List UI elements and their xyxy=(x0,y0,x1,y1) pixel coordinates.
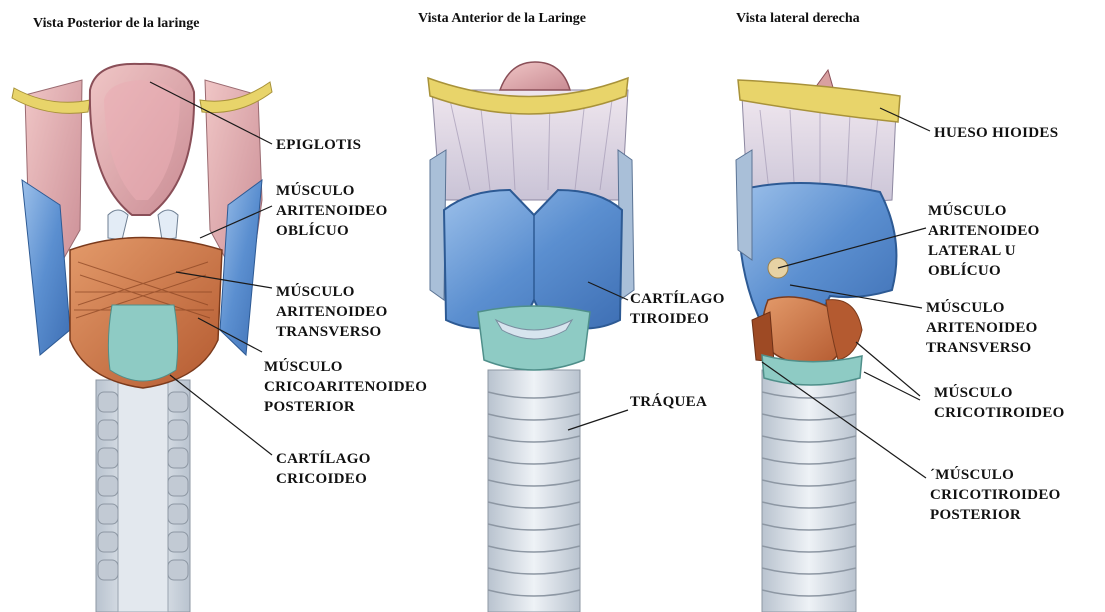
label-line: OBLÍCUO xyxy=(276,221,388,241)
title-anterior-view: Vista Anterior de la Laringe xyxy=(418,11,586,27)
label-cricotiroideo: MÚSCULO CRICOTIROIDEO xyxy=(934,383,1065,423)
label-line: MÚSCULO xyxy=(276,282,388,302)
label-aritenoideo-oblicuo: MÚSCULO ARITENOIDEO OBLÍCUO xyxy=(276,181,388,241)
cricoid-plate xyxy=(108,305,177,381)
label-line: ARITENOIDEO xyxy=(276,302,388,322)
posterior-trachea xyxy=(96,380,190,612)
label-line: MÚSCULO xyxy=(934,383,1065,403)
label-line: CARTÍLAGO xyxy=(276,449,371,469)
label-line: TIROIDEO xyxy=(630,309,725,329)
label-aritenoideo-lateral: MÚSCULO ARITENOIDEO LATERAL U OBLÍCUO xyxy=(928,201,1040,281)
label-hueso-hioides: HUESO HIOIDES xyxy=(934,123,1058,143)
label-line: CRICOTIROIDEO xyxy=(930,485,1061,505)
label-aritenoideo-transverso-posterior: MÚSCULO ARITENOIDEO TRANSVERSO xyxy=(276,282,388,342)
label-line: TRANSVERSO xyxy=(276,322,388,342)
anterior-epiglottis-tip xyxy=(500,62,570,90)
label-line: CRICOTIROIDEO xyxy=(934,403,1065,423)
label-line: ARITENOIDEO xyxy=(276,201,388,221)
label-line: ARITENOIDEO xyxy=(928,221,1040,241)
label-line: CRICOIDEO xyxy=(276,469,371,489)
lateral-trachea xyxy=(762,370,856,612)
arytenoid-left xyxy=(108,210,128,240)
label-line: MÚSCULO xyxy=(264,357,427,377)
label-aritenoideo-transverso-lateral: MÚSCULO ARITENOIDEO TRANSVERSO xyxy=(926,298,1038,358)
label-line: MÚSCULO xyxy=(926,298,1038,318)
title-posterior-view: Vista Posterior de la laringe xyxy=(33,16,199,32)
label-line: ARITENOIDEO xyxy=(926,318,1038,338)
label-line: TRANSVERSO xyxy=(926,338,1038,358)
arytenoid-right xyxy=(158,210,178,240)
label-cartilago-cricoideo: CARTÍLAGO CRICOIDEO xyxy=(276,449,371,489)
label-line: CRICOARITENOIDEO xyxy=(264,377,427,397)
label-line: POSTERIOR xyxy=(930,505,1061,525)
label-line: ´MÚSCULO xyxy=(930,465,1061,485)
label-cricotiroideo-posterior: ´MÚSCULO CRICOTIROIDEO POSTERIOR xyxy=(930,465,1061,525)
label-cricoaritenoideo-posterior: MÚSCULO CRICOARITENOIDEO POSTERIOR xyxy=(264,357,427,417)
posterior-view xyxy=(12,64,272,612)
title-lateral-view: Vista lateral derecha xyxy=(736,11,860,27)
lateral-view xyxy=(736,70,900,612)
anterior-trachea xyxy=(488,370,580,612)
label-line: OBLÍCUO xyxy=(928,261,1040,281)
label-line: CARTÍLAGO xyxy=(630,289,725,309)
label-line: MÚSCULO xyxy=(276,181,388,201)
label-traquea: TRÁQUEA xyxy=(630,392,707,412)
label-line: LATERAL U xyxy=(928,241,1040,261)
label-line: POSTERIOR xyxy=(264,397,427,417)
label-line: HUESO HIOIDES xyxy=(934,123,1058,143)
anterior-view xyxy=(428,62,634,612)
label-cartilago-tiroideo: CARTÍLAGO TIROIDEO xyxy=(630,289,725,329)
label-line: TRÁQUEA xyxy=(630,392,707,412)
label-line: MÚSCULO xyxy=(928,201,1040,221)
label-line: EPIGLOTIS xyxy=(276,135,361,155)
label-epiglotis: EPIGLOTIS xyxy=(276,135,361,155)
